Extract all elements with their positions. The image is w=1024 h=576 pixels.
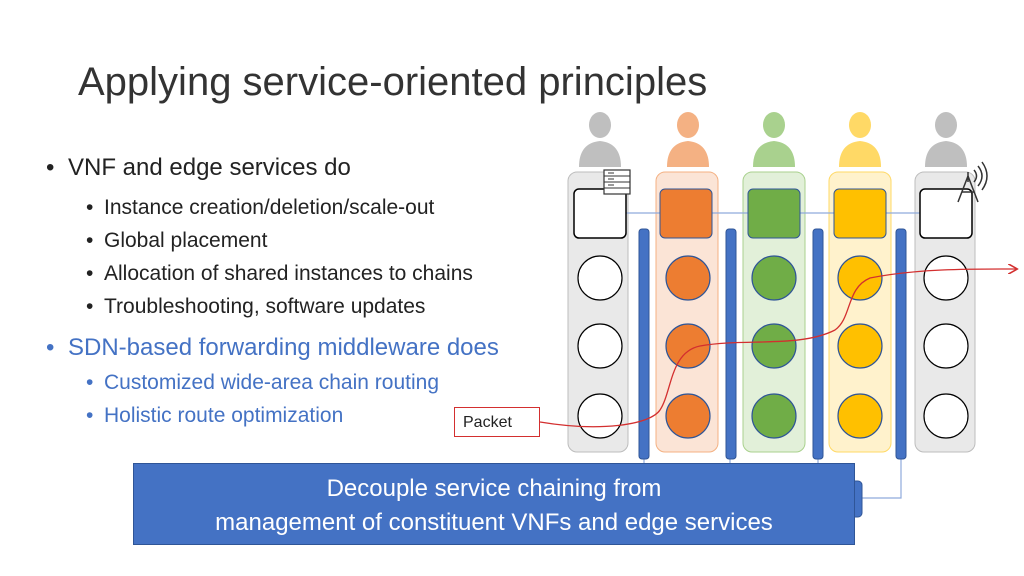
- bullet-sdn-item: •Holistic route optimization: [86, 404, 344, 427]
- bullet-vnf-item: •Allocation of shared instances to chain…: [86, 262, 473, 285]
- person-icon: [753, 112, 795, 167]
- bullet-vnf-item: •Troubleshooting, software updates: [86, 295, 426, 318]
- banner-line-1: Decouple service chaining from: [326, 475, 662, 502]
- edge-box-right: [919, 188, 973, 239]
- bullet-sdn-heading: •SDN-based forwarding middleware does: [46, 334, 499, 361]
- column-yellow: [828, 171, 892, 453]
- person-icon: [925, 112, 967, 167]
- decouple-banner: Decouple service chaining from managemen…: [133, 463, 855, 545]
- antenna-icon: [957, 161, 988, 203]
- packet-label: Packet: [454, 407, 540, 437]
- packet-path: [539, 269, 1016, 428]
- vnf-box-orange: [659, 188, 713, 239]
- bullet-vnf-item: •Global placement: [86, 229, 268, 252]
- bullet-sdn-item: •Customized wide-area chain routing: [86, 371, 440, 394]
- vnf-box-yellow: [833, 188, 887, 239]
- slide-title: Applying service-oriented principles: [78, 60, 708, 104]
- column-green: [742, 171, 806, 453]
- person-icon: [667, 112, 709, 167]
- server-icon: [603, 169, 631, 195]
- vnf-box-green: [747, 188, 801, 239]
- bullet-vnf-heading: •VNF and edge services do: [46, 154, 351, 181]
- column-gray-left: [567, 171, 629, 453]
- edge-box-left: [573, 188, 627, 239]
- person-icon: [839, 112, 881, 167]
- forwarding-bars: [638, 228, 907, 460]
- column-gray-right: [914, 171, 976, 453]
- column-orange: [655, 171, 719, 453]
- banner-line-2: management of constituent VNFs and edge …: [215, 509, 773, 536]
- instance-circles: [577, 255, 969, 439]
- person-icon: [579, 112, 621, 167]
- bullet-vnf-item: •Instance creation/deletion/scale-out: [86, 196, 435, 219]
